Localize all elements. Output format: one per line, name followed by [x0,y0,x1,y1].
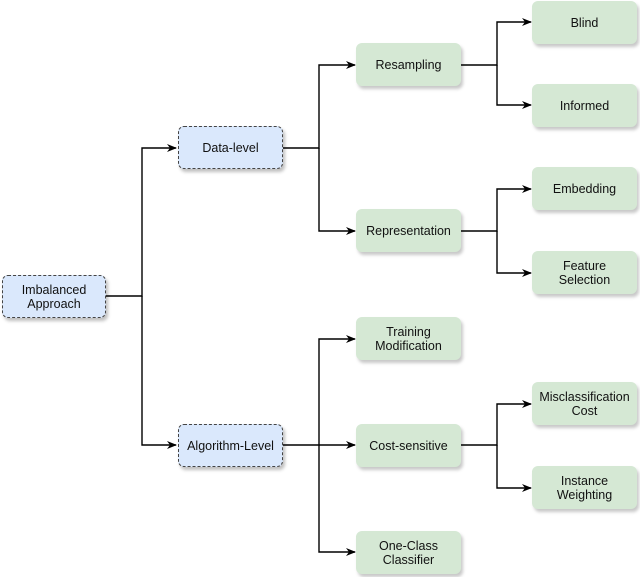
node-feature-selection-label: Feature Selection [558,258,611,287]
edge-data-level-representation [318,148,356,235]
node-misclassification-cost-label: Misclassification Cost [539,389,630,418]
edge-root-algorithm-level [141,296,177,449]
node-resampling: Resampling [356,43,461,86]
node-cost-sensitive: Cost-sensitive [356,424,461,467]
root-node-imbalanced-approach: Imbalanced Approach [2,275,106,318]
edge-cost-instance-weighting [496,445,532,492]
node-feature-selection: Feature Selection [532,251,637,294]
edge-data-level-resampling [283,61,356,149]
node-informed-label: Informed [559,98,610,113]
node-blind: Blind [532,1,637,44]
node-embedding: Embedding [532,167,637,210]
node-training-modification-label: Training Modification [375,324,442,353]
node-algorithm-level-label: Algorithm-Level [187,438,274,453]
edge-algorithm-one-class [318,445,356,556]
edge-resampling-informed [496,65,532,109]
edge-algorithm-training [283,335,356,446]
node-informed: Informed [532,84,637,127]
root-node-label: Imbalanced Approach [21,282,87,311]
node-representation: Representation [356,209,461,252]
node-one-class-classifier-label: One-Class Classifier [378,538,439,567]
edge-cost-misclassification [461,400,532,446]
node-instance-weighting-label: Instance Weighting [556,473,613,502]
edge-root-data-level [106,144,177,297]
node-resampling-label: Resampling [375,57,442,72]
node-training-modification: Training Modification [356,317,461,360]
node-data-level: Data-level [178,126,283,169]
node-algorithm-level: Algorithm-Level [178,424,283,467]
node-embedding-label: Embedding [552,181,617,196]
node-data-level-label: Data-level [202,140,259,155]
node-one-class-classifier: One-Class Classifier [356,531,461,574]
node-cost-sensitive-label: Cost-sensitive [369,438,448,453]
edge-representation-embedding [461,185,532,232]
edge-resampling-blind [461,18,532,66]
edge-representation-feature-selection [496,231,532,277]
node-instance-weighting: Instance Weighting [532,466,637,509]
node-misclassification-cost: Misclassification Cost [532,382,637,425]
node-blind-label: Blind [570,15,599,30]
node-representation-label: Representation [366,223,451,238]
